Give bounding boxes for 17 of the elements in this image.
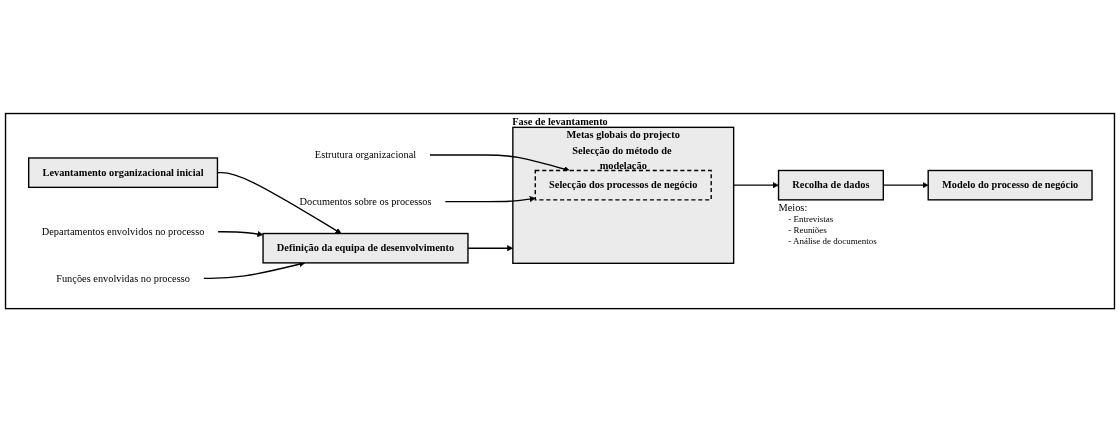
arrow — [217, 231, 264, 238]
note-text: - Reuniões — [788, 225, 827, 236]
node-text: Estrutura organizacional — [314, 149, 417, 161]
arrow — [444, 196, 536, 203]
node-box: Recolha de dados — [777, 170, 884, 201]
node-box: Definição da equipa de desenvolvimento — [262, 233, 469, 264]
note-text: - Entrevistas — [788, 214, 834, 225]
arrow — [732, 182, 779, 189]
node-box: Selecção dos processos de negócio — [534, 170, 712, 201]
node-text: Funções envolvidas no processo — [56, 273, 190, 285]
node-text: Departamentos envolvidos no processo — [41, 226, 205, 238]
node-box: Modelo do processo de negócio — [927, 170, 1093, 201]
arrow — [467, 245, 514, 252]
note-text: - Análise de documentos — [788, 236, 877, 247]
node-box: Levantamento organizacional inicial — [28, 157, 219, 189]
note-text: Meios: — [778, 202, 808, 214]
node-text: Documentos sobre os processos — [299, 196, 432, 208]
